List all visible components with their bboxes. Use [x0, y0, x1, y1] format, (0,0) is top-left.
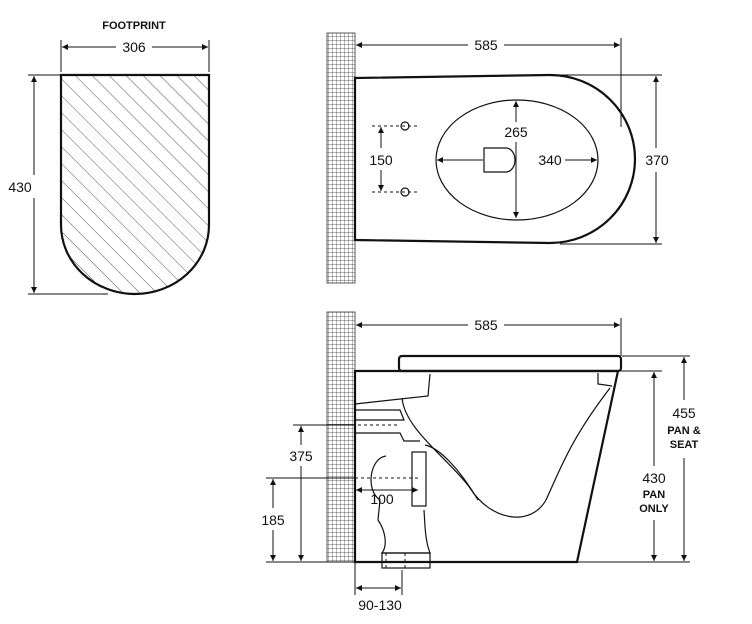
side-pan-inlet-step-lower	[355, 432, 420, 442]
footprint-width-label: 306	[122, 39, 146, 55]
side-pan-height-label-2: ONLY	[639, 503, 669, 515]
plan-outlet	[483, 147, 516, 173]
plan-wall-tiles	[326, 32, 356, 284]
side-outlet-height-label: 185	[261, 512, 285, 528]
side-pan-height-value: 430	[642, 470, 666, 486]
plan-body-outline	[353, 73, 637, 245]
plan-width-label: 370	[645, 152, 669, 168]
side-seat-height-label-2: SEAT	[670, 439, 699, 451]
plan-length-label: 585	[474, 37, 498, 53]
side-wall-tiles	[326, 311, 356, 563]
footprint-title: FOOTPRINT	[102, 20, 166, 32]
side-outlet-range-label: 90-130	[358, 597, 402, 613]
footprint-depth-label: 430	[8, 179, 32, 195]
plan-bowl-opening	[435, 99, 599, 221]
plan-bowl-width-label: 340	[538, 152, 562, 168]
side-seat-height-value: 455	[672, 405, 696, 421]
plan-fixing-hole-bottom	[400, 187, 410, 197]
footprint-outline	[59, 73, 211, 296]
footprint-view: FOOTPRINT 306 430	[8, 20, 211, 296]
plan-bowl-depth-label: 265	[504, 124, 528, 140]
side-seat-height-label-1: PAN &	[667, 425, 700, 437]
side-outlet-spigot	[411, 451, 427, 507]
side-view: 585 455 PAN & SEAT 430 PAN	[261, 311, 701, 613]
side-length-label: 585	[474, 317, 498, 333]
plan-view: 585 370 265 340 150	[326, 32, 669, 284]
side-inner-bowl	[401, 387, 611, 518]
side-trapway	[424, 444, 479, 501]
plan-fixing-hole-top	[400, 121, 410, 131]
side-inlet-height-label: 375	[289, 448, 313, 464]
side-outlet-setback-label: 100	[370, 491, 394, 507]
side-trap	[370, 455, 431, 554]
side-pan-upper-inlet	[354, 373, 431, 405]
side-pan-rim	[597, 373, 613, 387]
side-pan-inlet-step	[355, 409, 405, 421]
side-seat	[397, 354, 623, 373]
side-pan-height-label-1: PAN	[643, 489, 665, 501]
side-outlet-connector	[381, 552, 431, 569]
plan-fixing-spacing-label: 150	[369, 152, 393, 168]
